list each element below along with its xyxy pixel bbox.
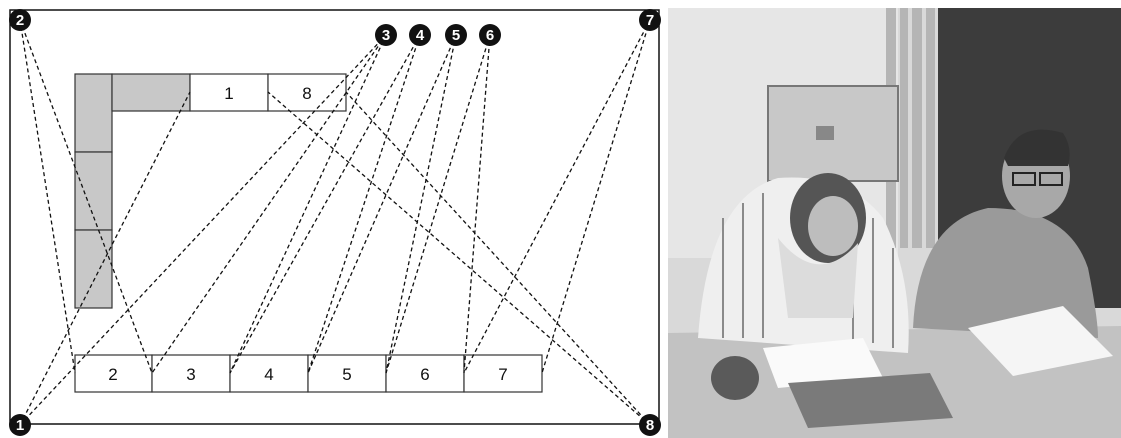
- marker-6-label: 6: [486, 27, 494, 44]
- seat-label-1: 1: [224, 84, 233, 103]
- seat-label-2: 2: [108, 365, 117, 384]
- seat-label-3: 3: [186, 365, 195, 384]
- grey-block-top-right: [112, 74, 190, 111]
- seat-label-4: 4: [264, 365, 273, 384]
- seating-diagram: 1 8 2 3 4 5 6 7 1 2: [0, 0, 664, 438]
- grey-block-top-corner: [75, 74, 112, 152]
- seat-label-8: 8: [302, 84, 311, 103]
- photo-case-latch: [816, 126, 834, 140]
- marker-4-label: 4: [416, 27, 425, 44]
- marker-8-label: 8: [646, 417, 654, 434]
- seat-label-5: 5: [342, 365, 351, 384]
- bottom-seats: [75, 355, 542, 392]
- grey-block-bottom: [75, 230, 112, 308]
- seat-label-7: 7: [498, 365, 507, 384]
- marker-7-label: 7: [646, 12, 654, 29]
- marker-3-label: 3: [382, 27, 390, 44]
- marker-1-label: 1: [16, 417, 24, 434]
- photo-pencil-case: [711, 356, 759, 400]
- marker-2-label: 2: [16, 12, 24, 29]
- classroom-photo: [668, 8, 1121, 438]
- marker-5-label: 5: [452, 27, 460, 44]
- seat-label-6: 6: [420, 365, 429, 384]
